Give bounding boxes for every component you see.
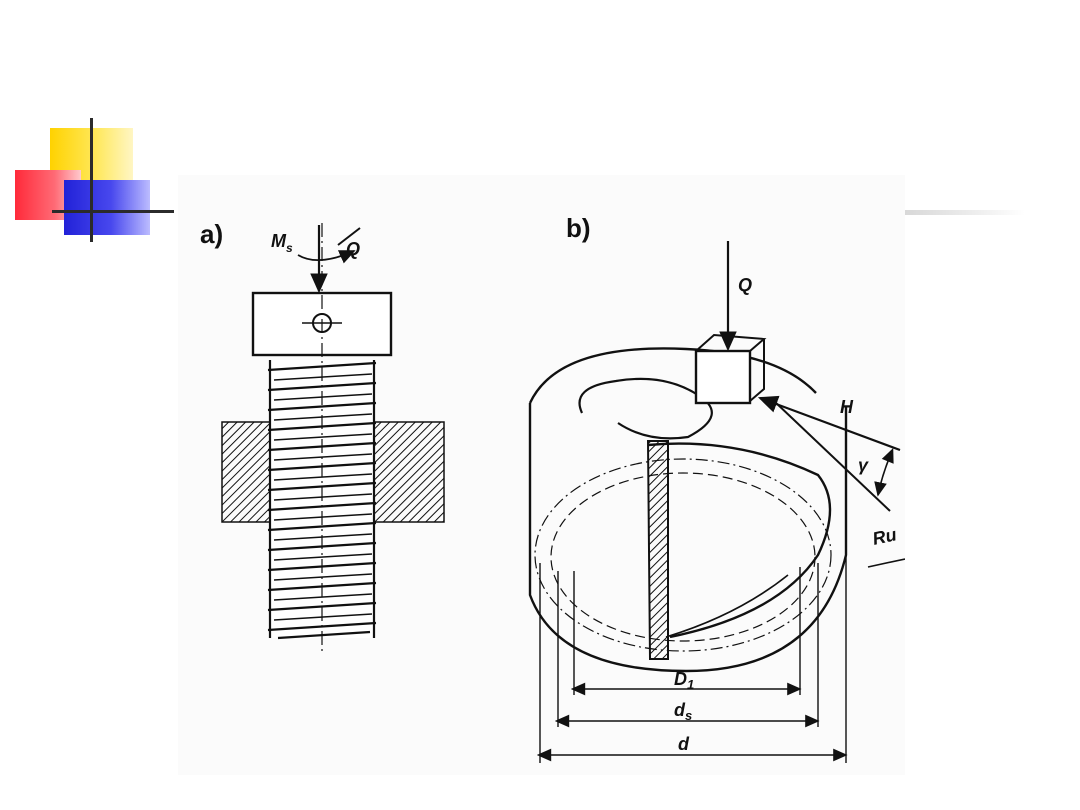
decor-vertical-line (90, 118, 93, 242)
dim-label-d: d (678, 734, 690, 754)
thread-helix (647, 442, 832, 639)
force-label-h: H (840, 397, 854, 417)
decor-horizontal-line (52, 210, 174, 213)
angle-label-gamma: γ (858, 455, 869, 475)
nut-bore (578, 377, 713, 440)
helix-tangent (773, 400, 891, 512)
direction-label: Ru (871, 524, 899, 549)
support-block-right (371, 421, 445, 523)
force-arrow-h (757, 395, 901, 452)
dimension-extensions (539, 555, 847, 763)
torque-label: Ms (271, 231, 293, 255)
support-block-left (221, 421, 272, 523)
panel-a: a) Ms Q (200, 219, 445, 653)
dim-label-ds: ds (674, 700, 692, 723)
panel-a-label: a) (200, 219, 223, 249)
load-block (694, 349, 752, 405)
dim-label-d1: D1 (674, 669, 694, 692)
panel-b-label: b) (566, 213, 591, 243)
load-label-a: Q (346, 239, 360, 259)
screw-thread-figure: a) Ms Q b) (178, 175, 905, 775)
decor-title-rule (905, 210, 1025, 215)
pitch-circle (534, 458, 832, 652)
figure-drawing: a) Ms Q b) (200, 213, 905, 763)
load-label-b: Q (738, 275, 752, 295)
decor-blue-square (64, 180, 150, 235)
nut-cylinder-outline (528, 403, 848, 673)
torque-arrow (297, 250, 356, 264)
panel-b: b) Q H γ Ru (528, 213, 905, 763)
section-cut (646, 440, 669, 660)
